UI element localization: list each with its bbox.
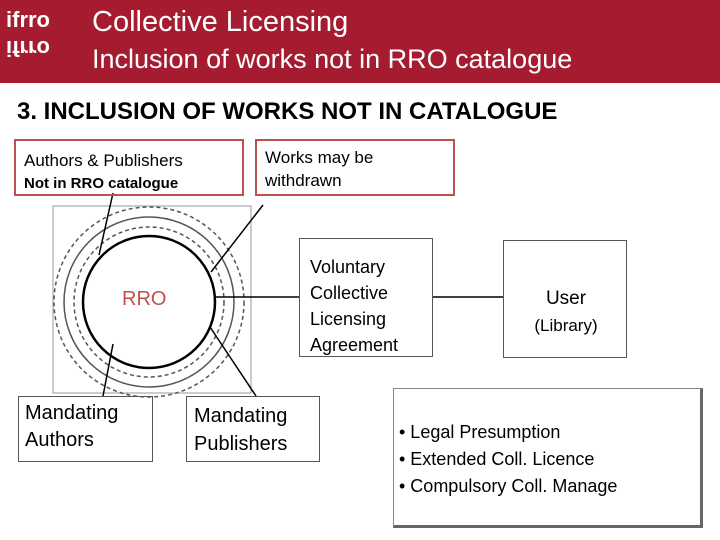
- withdrawn-line: [210, 204, 264, 273]
- authors-line: [98, 192, 114, 256]
- mandating-authors-line1: Mandating: [25, 402, 119, 424]
- title-line-2: Inclusion of works not in RRO catalogue: [92, 44, 573, 74]
- agreement-line1: Voluntary: [310, 257, 386, 277]
- middle-circle: [63, 216, 235, 388]
- library-label: (Library): [534, 316, 598, 335]
- user-box: User (Library): [503, 240, 627, 358]
- mandating-authors-box: Mandating Authors: [18, 396, 153, 462]
- inner-dashed-circle: [73, 226, 225, 378]
- withdrawn-line1: Works may be: [265, 148, 374, 167]
- agreement-line3: Licensing: [310, 309, 387, 329]
- option-compulsory-management: • Compulsory Coll. Manage: [399, 476, 618, 496]
- agreement-line4: Agreement: [310, 335, 399, 355]
- mandating-publishers-line: [209, 326, 257, 397]
- rro-circle: [81, 234, 217, 370]
- withdrawn-line2: withdrawn: [265, 171, 342, 190]
- agreement-box: Voluntary Collective Licensing Agreement: [299, 238, 433, 357]
- options-box: • Legal Presumption • Extended Coll. Lic…: [393, 388, 703, 528]
- agreement-line2: Collective: [310, 283, 389, 303]
- ifrro-logo: ifrro ifrro: [2, 3, 74, 61]
- rro-label: RRO: [122, 288, 167, 310]
- authors-publishers-label: Authors & Publishers: [24, 151, 183, 170]
- header-banner: ifrro ifrro Collective Licensing Inclusi…: [0, 0, 720, 83]
- option-legal-presumption: • Legal Presumption: [399, 422, 561, 442]
- user-label: User: [545, 288, 587, 309]
- rro-frame: [52, 205, 252, 394]
- not-in-catalogue-label: Not in RRO catalogue: [24, 175, 179, 192]
- outer-dashed-circle: [53, 206, 245, 398]
- mandating-publishers-line2: Publishers: [194, 433, 288, 455]
- withdrawn-box: Works may be withdrawn: [255, 139, 455, 196]
- mandating-publishers-line1: Mandating: [194, 405, 288, 427]
- mandating-authors-line2: Authors: [25, 429, 94, 451]
- mandating-publishers-box: Mandating Publishers: [186, 396, 320, 462]
- title-line-1: Collective Licensing: [92, 6, 349, 38]
- logo-text-top: ifrro: [6, 7, 50, 32]
- option-extended-licence: • Extended Coll. Licence: [399, 449, 595, 469]
- authors-publishers-box: Authors & Publishers Not in RRO catalogu…: [14, 139, 244, 196]
- mandating-authors-line: [102, 343, 114, 397]
- section-heading: 3. INCLUSION OF WORKS NOT IN CATALOGUE: [17, 98, 558, 125]
- logo-text-mirrored: ifrro: [6, 36, 50, 59]
